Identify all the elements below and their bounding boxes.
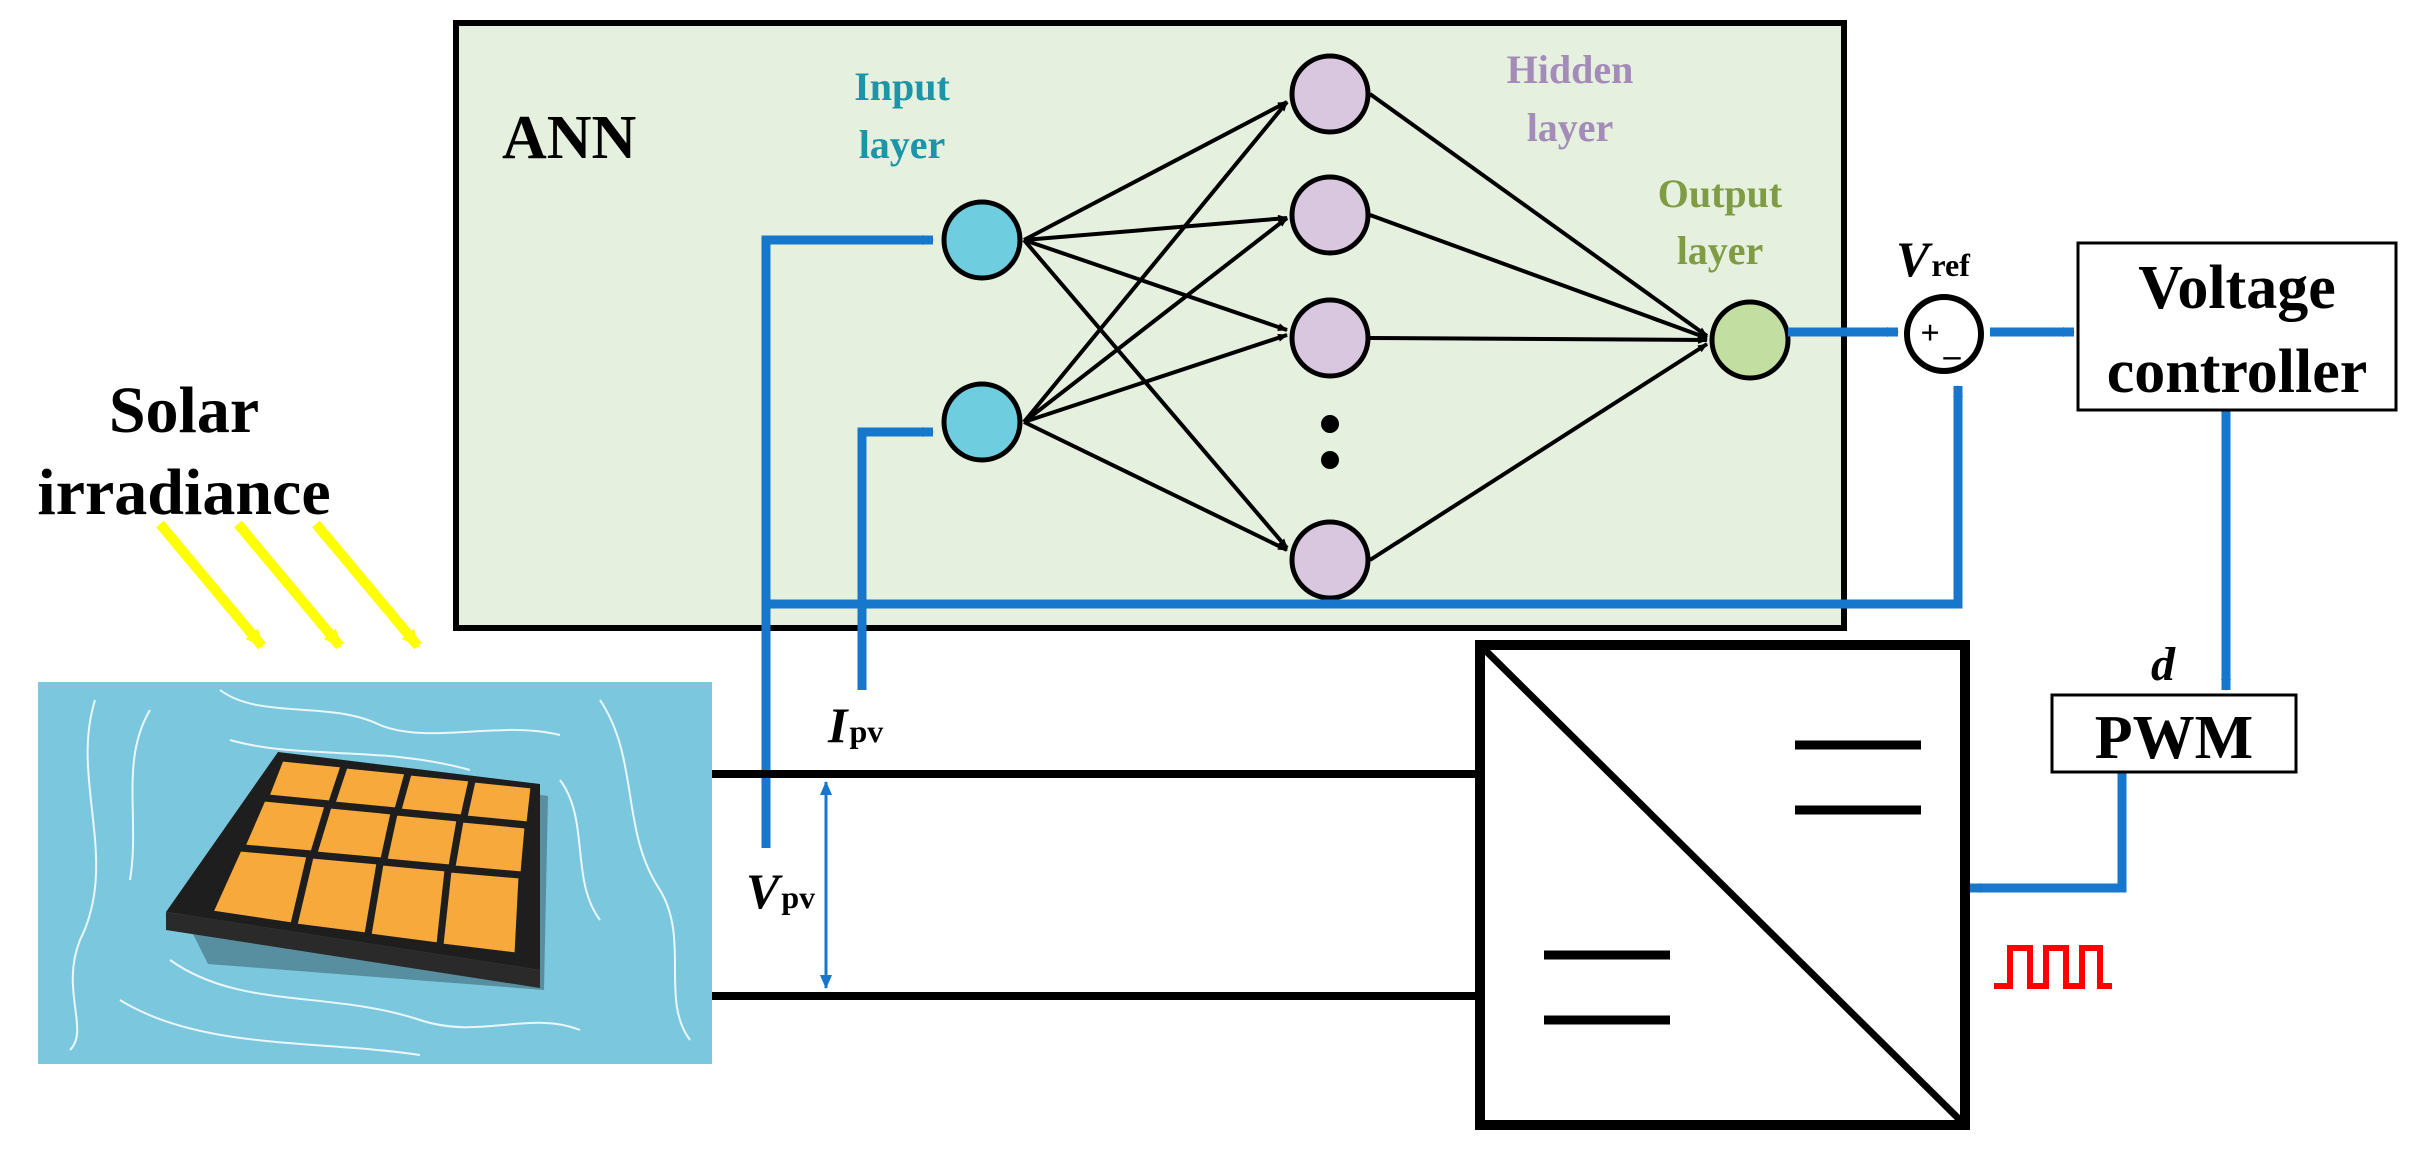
solar-irradiance-label-line2: irradiance	[37, 456, 330, 529]
output-node	[1709, 299, 1791, 381]
vref-label: Vref	[1896, 231, 1970, 287]
hidden-node-3	[1289, 297, 1371, 379]
pwm-waveform-icon	[1994, 945, 2112, 989]
hidden-node-ellipsis-dot-2	[1321, 451, 1339, 469]
vpv-signal-line	[761, 235, 934, 848]
input-layer-label-line2: layer	[859, 122, 946, 167]
solar-panel-illustration	[38, 682, 712, 1064]
hidden-node-4	[1289, 519, 1371, 601]
hidden-layer-label-line1: Hidden	[1507, 47, 1634, 92]
input-layer-label-line1: Input	[854, 64, 950, 109]
vpv-label: Vpv	[746, 863, 815, 919]
hidden-node-2	[1289, 174, 1371, 256]
summing-minus-sign: –	[1943, 337, 1962, 374]
voltage-controller-box	[2076, 241, 2398, 412]
output-layer-label-line2: layer	[1677, 228, 1764, 273]
gate-signal-line	[1969, 770, 2127, 893]
duty-cycle-label: d	[2151, 638, 2176, 691]
dc-dc-converter	[1475, 640, 1970, 1130]
solar-irradiance-label-line1: Solar	[109, 374, 259, 447]
voltage-controller-label-line2: controller	[2107, 338, 2368, 406]
ipv-label: Ipv	[827, 697, 883, 753]
hidden-node-ellipsis-dot-1	[1321, 415, 1339, 433]
input-hidden-connections	[1022, 100, 1289, 552]
pwm-box	[2050, 693, 2298, 774]
pwm-label: PWM	[2095, 704, 2253, 772]
ann-label: ANN	[502, 104, 636, 172]
voltage-controller-label-line1: Voltage	[2138, 254, 2335, 322]
input-node-2	[941, 381, 1023, 463]
output-layer-label-line1: Output	[1658, 171, 1783, 216]
hidden-layer-label-line2: layer	[1527, 105, 1614, 150]
hidden-output-connections	[1368, 92, 1709, 562]
summing-plus-sign: +	[1920, 315, 1939, 352]
input-node-1	[941, 199, 1023, 281]
hidden-node-1	[1289, 53, 1371, 135]
vpv-feedback-line	[766, 385, 1963, 609]
sun-ray-arrows	[156, 520, 422, 650]
summing-junction	[1904, 294, 1984, 374]
